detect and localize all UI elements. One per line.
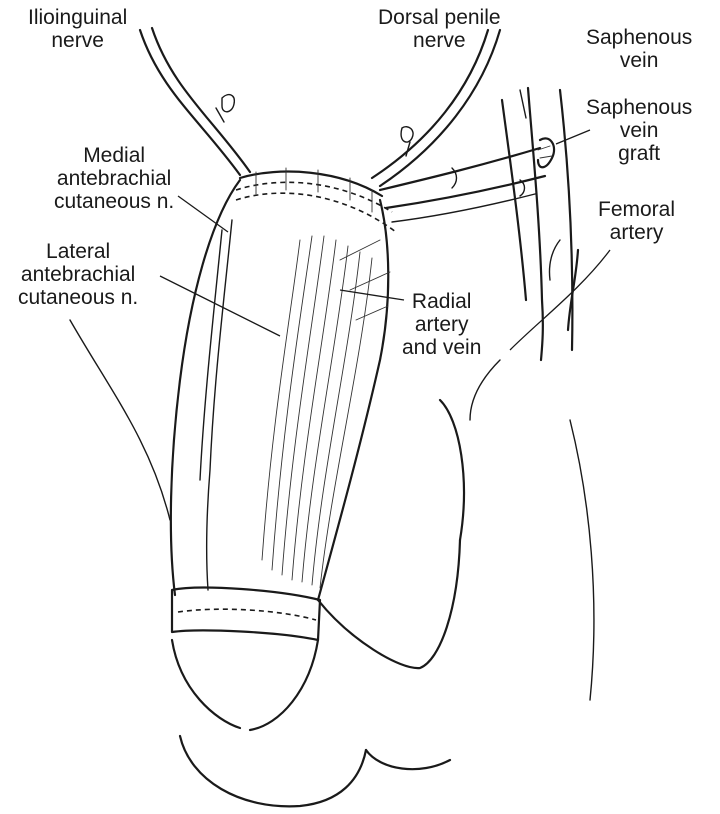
saphenous-vein: [502, 88, 543, 360]
label-saphenous-vein-graft: Saphenous vein graft: [586, 96, 692, 165]
label-saphenous-vein: Saphenous vein: [586, 26, 692, 72]
label-line: Femoral: [598, 198, 675, 221]
label-ilioinguinal-nerve: Ilioinguinal nerve: [28, 6, 127, 52]
label-line: artery: [402, 313, 481, 336]
scrotum-and-thigh: [70, 320, 594, 806]
label-line: vein: [586, 49, 692, 72]
label-line: and vein: [402, 336, 481, 359]
dorsal-penile-nerve: [372, 30, 500, 186]
label-medial-antebrachial-cutaneous-nerve: Medial antebrachial cutaneous n.: [54, 144, 174, 213]
label-line: Saphenous: [586, 96, 692, 119]
label-line: antebrachial: [54, 167, 174, 190]
femoral-artery: [549, 90, 578, 350]
label-line: artery: [598, 221, 675, 244]
label-lateral-antebrachial-cutaneous-nerve: Lateral antebrachial cutaneous n.: [18, 240, 138, 309]
saphenous-vein-graft: [380, 138, 554, 222]
label-line: antebrachial: [18, 263, 138, 286]
label-line: Lateral: [18, 240, 138, 263]
label-radial-artery-and-vein: Radial artery and vein: [402, 290, 481, 359]
label-line: nerve: [378, 29, 501, 52]
label-line: graft: [586, 142, 692, 165]
label-dorsal-penile-nerve: Dorsal penile nerve: [378, 6, 501, 52]
label-line: Radial: [402, 290, 481, 313]
label-line: Dorsal penile: [378, 6, 501, 29]
label-femoral-artery: Femoral artery: [598, 198, 675, 244]
label-line: cutaneous n.: [54, 190, 174, 213]
neophallus-flap: [171, 168, 396, 600]
label-line: Saphenous: [586, 26, 692, 49]
label-line: cutaneous n.: [18, 286, 138, 309]
label-line: vein: [586, 119, 692, 142]
glans: [172, 588, 320, 730]
label-line: nerve: [28, 29, 127, 52]
label-line: Medial: [54, 144, 174, 167]
label-line: Ilioinguinal: [28, 6, 127, 29]
